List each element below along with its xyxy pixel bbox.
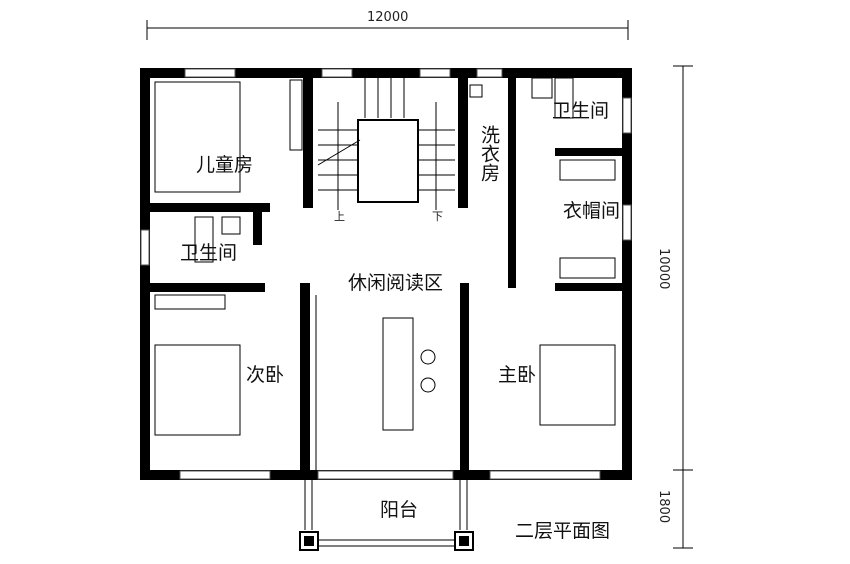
room-kids-room: 儿童房 [196, 154, 254, 176]
room-master-bedroom: 主卧 [498, 364, 537, 386]
dimension-depth: 10000 [656, 248, 671, 290]
room-laundry: 洗衣房 [478, 125, 500, 182]
dimension-lines [146, 20, 693, 549]
room-second-bedroom: 次卧 [246, 364, 285, 386]
room-bathroom-left: 卫生间 [180, 242, 238, 264]
drawing-title: 二层平面图 [515, 520, 611, 542]
balcony-posts [304, 536, 469, 546]
furniture [154, 77, 616, 470]
stair-up-label: 上 [334, 210, 345, 223]
stair-down-label: 下 [432, 210, 443, 223]
dimension-balcony-depth: 1800 [656, 490, 671, 524]
room-cloakroom: 衣帽间 [563, 200, 621, 222]
room-bathroom-right: 卫生间 [552, 100, 610, 122]
balcony-outline [299, 480, 474, 551]
room-balcony: 阳台 [380, 499, 419, 521]
staircase [317, 78, 455, 210]
windows [140, 68, 632, 480]
room-reading-area: 休闲阅读区 [348, 272, 444, 294]
dimension-width: 12000 [367, 10, 409, 25]
